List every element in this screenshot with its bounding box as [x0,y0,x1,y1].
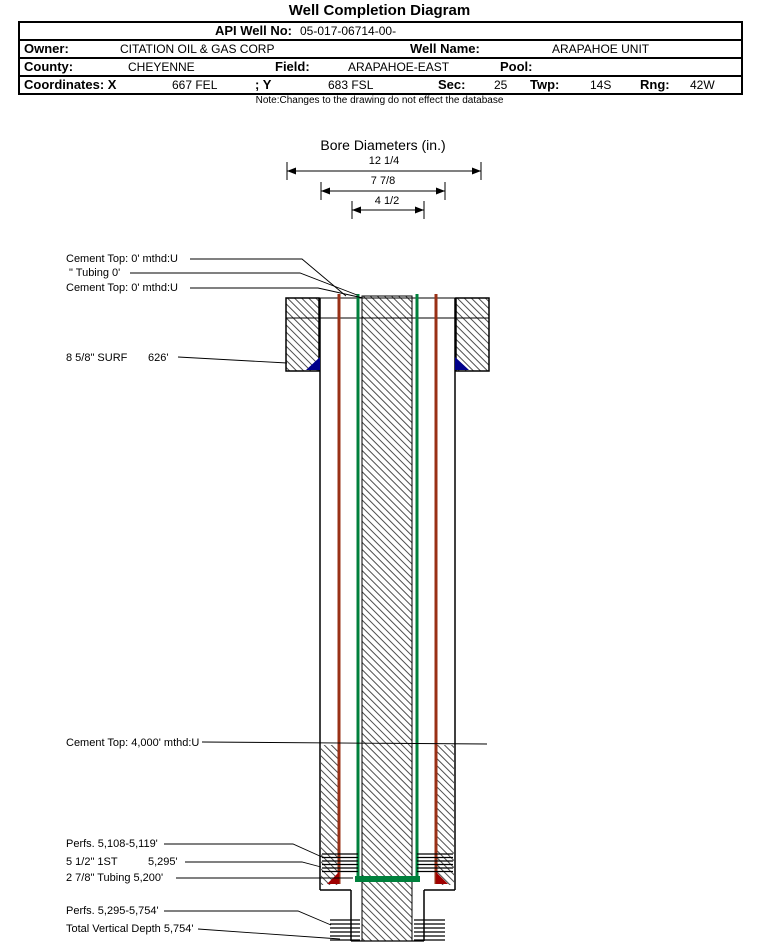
leader-tvd [197,928,341,940]
wellbore [285,294,490,942]
coordinates-label: Coordinates: X [24,77,117,92]
coordinates-y-label: ; Y [255,77,272,92]
label-surface-casing: 8 5/8" SURF [66,352,128,364]
twp-label: Twp: [530,77,560,92]
county-label: County: [24,59,74,74]
annotation-labels: Cement Top: 0' mthd:U " Tubing 0' Cement… [66,253,199,935]
label-tubing-depth: 2 7/8" Tubing 5,200' [66,872,163,884]
leader-cement-top-a [190,258,347,297]
dim-label-4-1-2: 4 1/2 [375,195,399,207]
database-note: Note:Changes to the drawing do not effec… [255,95,504,106]
perforations-lower [330,919,445,941]
dimension-7-7-8: 7 7/8 [320,175,446,200]
leader-perfs-upper [164,843,323,858]
rng-label: Rng: [640,77,670,92]
table-row-owner: Owner: CITATION OIL & GAS CORP Well Name… [20,39,741,57]
label-cement-top-surface-2: Cement Top: 0' mthd:U [66,282,178,294]
dim-label-12-1-4: 12 1/4 [369,155,400,167]
owner-value: CITATION OIL & GAS CORP [120,42,275,56]
production-shoe-right-icon [436,872,448,884]
dimension-4-1-2: 4 1/2 [351,195,425,219]
label-perfs-lower: Perfs. 5,295-5,754' [66,905,159,917]
county-value: CHEYENNE [128,60,195,74]
twp-value: 14S [590,78,612,92]
leader-cement-top-b [190,287,364,299]
perforations-upper [322,853,453,873]
label-surface-casing-depth: 626' [148,352,168,364]
tubing-bottom-bar [355,876,420,882]
sec-label: Sec: [438,77,466,92]
owner-label: Owner: [24,41,69,56]
label-tubing-top: " Tubing 0' [69,267,120,279]
sec-value: 25 [494,78,508,92]
dimension-12-1-4: 12 1/4 [286,155,482,180]
leader-lines [130,258,488,940]
rng-value: 42W [690,78,715,92]
api-label: API Well No: [214,23,292,38]
label-cement-top-4000: Cement Top: 4,000' mthd:U [66,737,199,749]
cement-annulus-right [437,745,454,885]
leader-first-casing [185,861,322,868]
page-title: Well Completion Diagram [288,2,471,19]
leader-perfs-lower [164,910,332,926]
leader-surface-casing [177,356,288,364]
table-row-coordinates: Coordinates: X 667 FEL ; Y 683 FSL Sec: … [20,75,741,93]
label-total-vertical-depth: Total Vertical Depth 5,754' [66,923,193,935]
well-name-value: ARAPAHOE UNIT [552,42,650,56]
leader-cement-top-4000 [201,741,488,745]
label-perfs-upper: Perfs. 5,108-5,119' [66,838,158,850]
pool-label: Pool: [500,59,533,74]
well-info-table: API Well No: 05-017-06714-00- Owner: CIT… [18,21,743,95]
coordinates-x-value: 667 FEL [172,78,218,92]
dim-label-7-7-8: 7 7/8 [371,175,395,187]
table-row-api: API Well No: 05-017-06714-00- [20,23,741,39]
table-row-county: County: CHEYENNE Field: ARAPAHOE-EAST Po… [20,57,741,75]
field-label: Field: [275,59,310,74]
api-value: 05-017-06714-00- [300,24,397,38]
label-first-casing-depth: 5,295' [148,856,178,868]
borehole-center-column [361,295,413,942]
coordinates-y-value: 683 FSL [328,78,374,92]
label-cement-top-surface-1: Cement Top: 0' mthd:U [66,253,178,265]
surface-shoe-left-icon [306,357,320,370]
cement-annulus-left [321,745,338,885]
bore-diameters-title: Bore Diameters (in.) [320,137,445,153]
surface-shoe-right-icon [455,357,469,370]
leader-tubing-top [130,272,358,296]
field-value: ARAPAHOE-EAST [348,60,450,74]
surface-cement-right-block [455,297,490,372]
label-first-casing: 5 1/2" 1ST [66,856,118,868]
well-name-label: Well Name: [410,41,480,56]
surface-cement-left-block [285,297,320,372]
